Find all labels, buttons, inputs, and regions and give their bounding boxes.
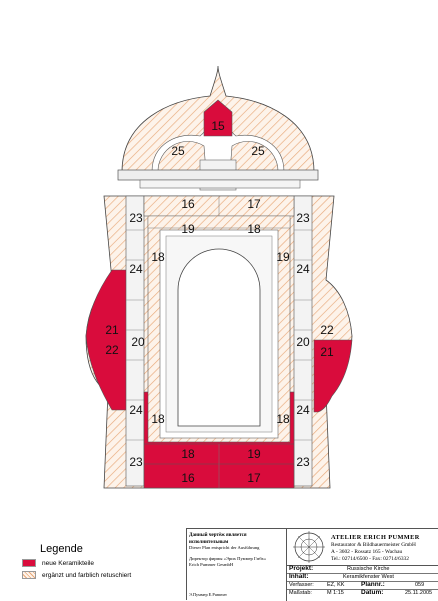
part-15: 15 — [211, 119, 225, 133]
part-24-upper-right: 24 — [296, 262, 310, 276]
part-21-right: 21 — [320, 345, 334, 359]
company-phone: Tel.: 02714/6500 - Fax: 02714/6332 — [331, 556, 409, 562]
part-21-left: 21 — [105, 323, 119, 337]
part-18-lower-left: 18 — [151, 412, 165, 426]
part-17-bottom: 17 — [247, 471, 261, 485]
crown-keystone-new — [203, 99, 233, 137]
part-23-top-right: 23 — [296, 211, 310, 225]
approval-de-line: Dieser Plan entspricht der Ausführung — [189, 545, 260, 551]
project-info: Projekt: Russische Kirche Inhalt: Kerami… — [287, 565, 438, 601]
legend-swatch-retouch — [22, 571, 36, 579]
part-numbers: 15 25 25 16 17 23 23 19 18 18 19 24 24 2… — [105, 119, 334, 485]
arch-crown — [117, 65, 319, 191]
massstab-key: Maßstab: — [289, 590, 312, 596]
company-sub: Restaurator & Bildhauermeister GmbH — [331, 542, 416, 548]
part-25-left: 25 — [171, 144, 185, 158]
plannr-value: 059 — [415, 582, 425, 588]
part-18-bottom: 18 — [181, 447, 195, 461]
part-19-top: 19 — [181, 222, 195, 236]
approval-signature: Э.Пуммер E.Pummer — [189, 592, 227, 598]
verfasser-key: Verfasser: — [289, 582, 314, 588]
legend-title: Legende — [40, 543, 83, 555]
part-23-bottom-left: 23 — [129, 455, 143, 469]
part-16-bottom: 16 — [181, 471, 195, 485]
window-elevation-drawing: 15 25 25 16 17 23 23 19 18 18 19 24 24 2… — [85, 65, 353, 489]
massstab-value: M 1:15 — [327, 590, 344, 596]
part-24-upper-left: 24 — [129, 262, 143, 276]
part-19-bottom: 19 — [247, 447, 261, 461]
legend-label-new: neue Keramikteile — [42, 559, 95, 567]
company-address: A - 3602 - Rossatz 165 - Wachau — [331, 549, 403, 555]
part-18-left: 18 — [151, 250, 165, 264]
company-header: ATELIER ERICH PUMMER Restaurator & Bildh… — [287, 529, 438, 566]
part-19-right: 19 — [276, 250, 290, 264]
part-20-left: 20 — [131, 335, 145, 349]
part-16-top: 16 — [181, 197, 195, 211]
legend-row-new: neue Keramikteile — [22, 558, 94, 568]
window-opening — [177, 248, 261, 427]
part-25-right: 25 — [251, 144, 265, 158]
compass-logo-icon — [293, 531, 325, 563]
title-block: Данный чертёж является исполнительным Di… — [186, 528, 438, 601]
approval-company: Erich Pummer GesmbH — [189, 561, 234, 567]
legend-row-retouch: ergänzt und farblich retuschiert — [22, 570, 131, 580]
projekt-value: Russische Kirche — [347, 566, 390, 572]
legend: Legende neue Keramikteile ergänzt und fa… — [22, 543, 182, 583]
projekt-key: Projekt: — [289, 565, 314, 572]
approval-ru-line2: исполнительным — [189, 539, 229, 545]
part-23-bottom-right: 23 — [296, 455, 310, 469]
company-name: ATELIER ERICH PUMMER — [331, 534, 420, 541]
part-18-lower-right: 18 — [276, 412, 290, 426]
part-24-lower-left: 24 — [129, 403, 143, 417]
part-18-top: 18 — [247, 222, 261, 236]
left-bulge-new — [85, 269, 131, 411]
verfasser-value: EZ, KK — [327, 582, 345, 588]
part-22-left: 22 — [105, 343, 119, 357]
datum-key: Datum: — [361, 589, 384, 596]
approval-note: Данный чертёж является исполнительным Di… — [187, 529, 287, 601]
inhalt-value: Keramikfenster West — [343, 574, 394, 580]
legend-label-retouch: ergänzt und farblich retuschiert — [42, 571, 132, 579]
inhalt-key: Inhalt: — [289, 573, 309, 580]
window-frame — [85, 195, 353, 489]
right-bulge-new — [313, 339, 353, 413]
legend-swatch-new — [22, 559, 36, 567]
part-17-top: 17 — [247, 197, 261, 211]
plannr-key: Plannr.: — [361, 581, 385, 588]
part-22-right: 22 — [320, 323, 334, 337]
part-23-top-left: 23 — [129, 211, 143, 225]
datum-value: 25.11.2005 — [405, 590, 433, 596]
part-20-right: 20 — [296, 335, 310, 349]
approval-ru-line1: Данный чертёж является — [189, 533, 247, 538]
approval-director: Директор фирмы «Эрих Пуммер Гмбх» — [189, 556, 267, 562]
part-24-lower-right: 24 — [296, 403, 310, 417]
